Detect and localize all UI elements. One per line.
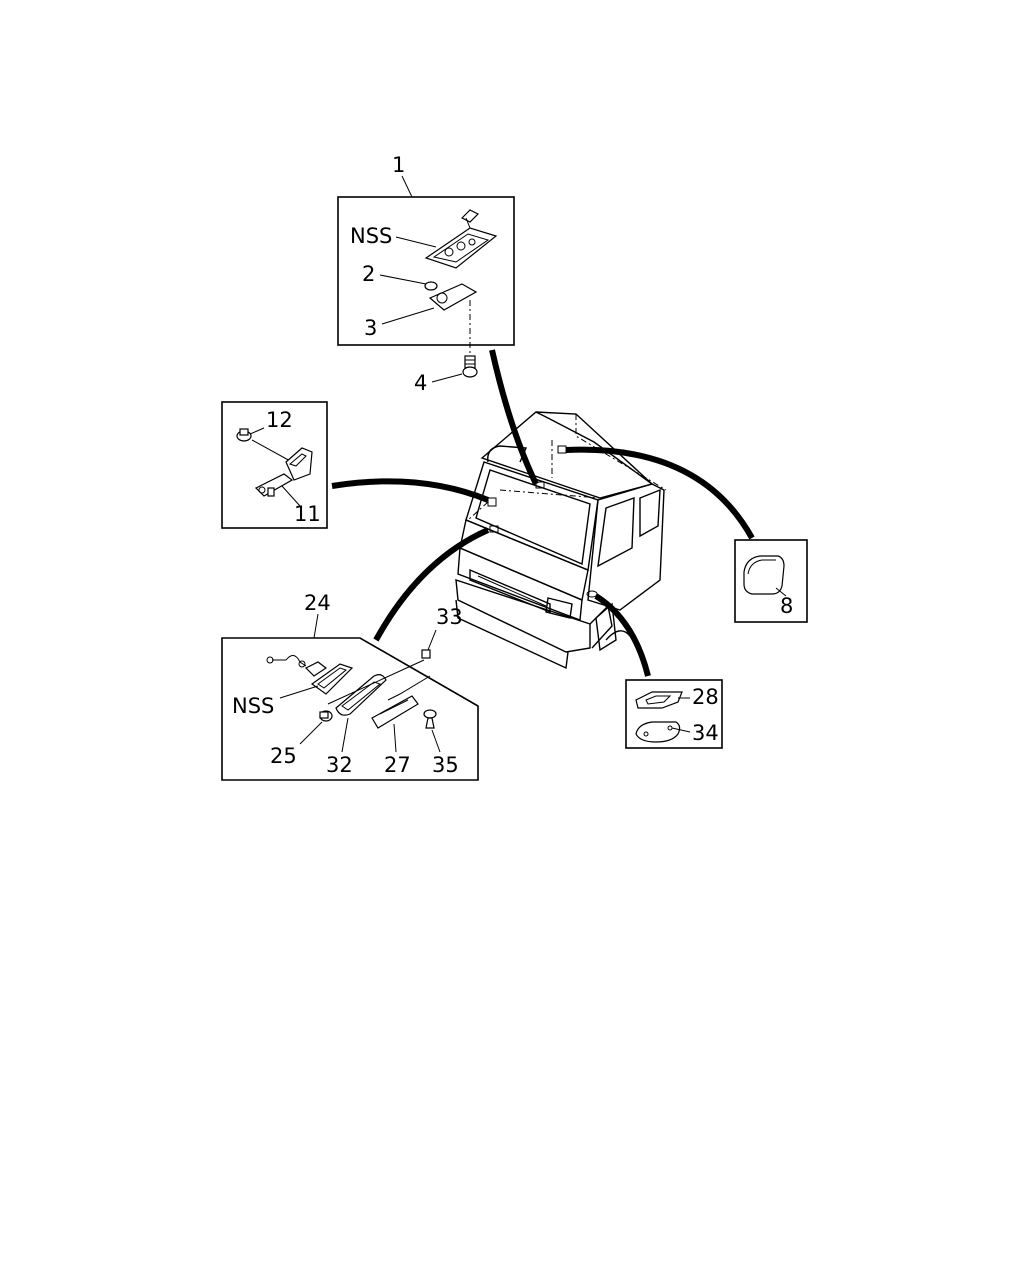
side-lamp-gasket — [335, 674, 387, 716]
plug — [743, 555, 785, 595]
switch-screw — [236, 428, 252, 442]
side-lamp-screw — [423, 709, 437, 729]
callout-arc-side-lamp — [373, 527, 490, 642]
door-switch — [254, 447, 313, 497]
truck-cab — [455, 411, 667, 670]
leader-door-switch — [281, 485, 301, 507]
label-side-lamp-gasket: 32 — [326, 753, 353, 777]
label-plug: 8 — [780, 594, 793, 618]
room-lamp-inset: 1 NSS 2 3 — [337, 153, 515, 362]
room-lamp-lens — [428, 283, 478, 311]
leader-side-lamp-assy — [313, 613, 319, 639]
side-lamp-inset: 24 NSS 25 32 — [221, 591, 479, 781]
leader-room-lamp-screw — [431, 373, 463, 383]
door-switch-inset-frame — [221, 401, 328, 529]
label-switch-screw: 12 — [266, 408, 293, 432]
leader-side-lamp-screw — [431, 729, 441, 753]
callout-arc-room-lamp — [489, 349, 539, 486]
label-side-lamp-assy: 24 — [304, 591, 331, 615]
side-lamp-link — [387, 675, 431, 701]
room-lamp-housing — [424, 209, 498, 269]
leader-room-lamp-nss — [395, 236, 437, 248]
side-lamp-inset-frame — [221, 637, 479, 781]
plug-inset-frame — [734, 539, 808, 623]
leader-side-lamp-bulb — [299, 721, 323, 745]
leader-side-lamp-lens — [393, 723, 397, 753]
leader-plug — [775, 587, 787, 597]
label-side-lamp-screw: 35 — [432, 753, 459, 777]
callout-arc-plug — [565, 446, 755, 540]
leader-side-lamp-nss — [279, 685, 319, 699]
label-room-lamp-screw: 4 — [414, 371, 427, 395]
label-side-lamp-clip: 33 — [436, 605, 463, 629]
label-side-lamp-nss: NSS — [232, 694, 274, 718]
leader-room-lamp-bulb — [379, 274, 427, 285]
side-lamp-housing — [310, 663, 354, 695]
leader-room-lamp-assy — [401, 175, 413, 198]
marker-gasket — [635, 691, 683, 709]
label-door-switch: 11 — [294, 502, 321, 526]
room-lamp-inset-frame — [337, 196, 515, 346]
side-lamp-lens — [371, 695, 419, 729]
callout-arc-door-switch — [331, 478, 490, 503]
label-marker-plate: 34 — [692, 721, 719, 745]
plug-inset: 8 — [734, 539, 808, 623]
marker-plate — [635, 721, 681, 743]
marker-inset-frame — [625, 679, 723, 749]
marker-inset: 28 34 — [625, 679, 723, 749]
label-marker-gasket: 28 — [692, 685, 719, 709]
leader-side-lamp-gasket — [341, 717, 349, 753]
label-room-lamp-bulb: 2 — [362, 262, 375, 286]
leader-marker-plate — [671, 727, 691, 733]
label-room-lamp-lens: 3 — [364, 316, 377, 340]
side-lamp-bulb — [319, 710, 333, 722]
leader-switch-screw — [249, 427, 265, 435]
leader-room-lamp-lens — [381, 307, 435, 325]
room-lamp-screw — [462, 355, 478, 378]
side-lamp-harness — [266, 655, 328, 677]
label-room-lamp-nss: NSS — [350, 224, 392, 248]
door-switch-inset: 12 11 — [221, 401, 328, 529]
callout-arc-marker — [594, 593, 651, 677]
side-lamp-clip — [421, 649, 431, 659]
label-side-lamp-lens: 27 — [384, 753, 411, 777]
label-room-lamp-assy: 1 — [392, 153, 405, 177]
room-lamp-bulb — [424, 281, 438, 291]
label-side-lamp-bulb: 25 — [270, 744, 297, 768]
leader-side-lamp-clip — [427, 629, 437, 651]
